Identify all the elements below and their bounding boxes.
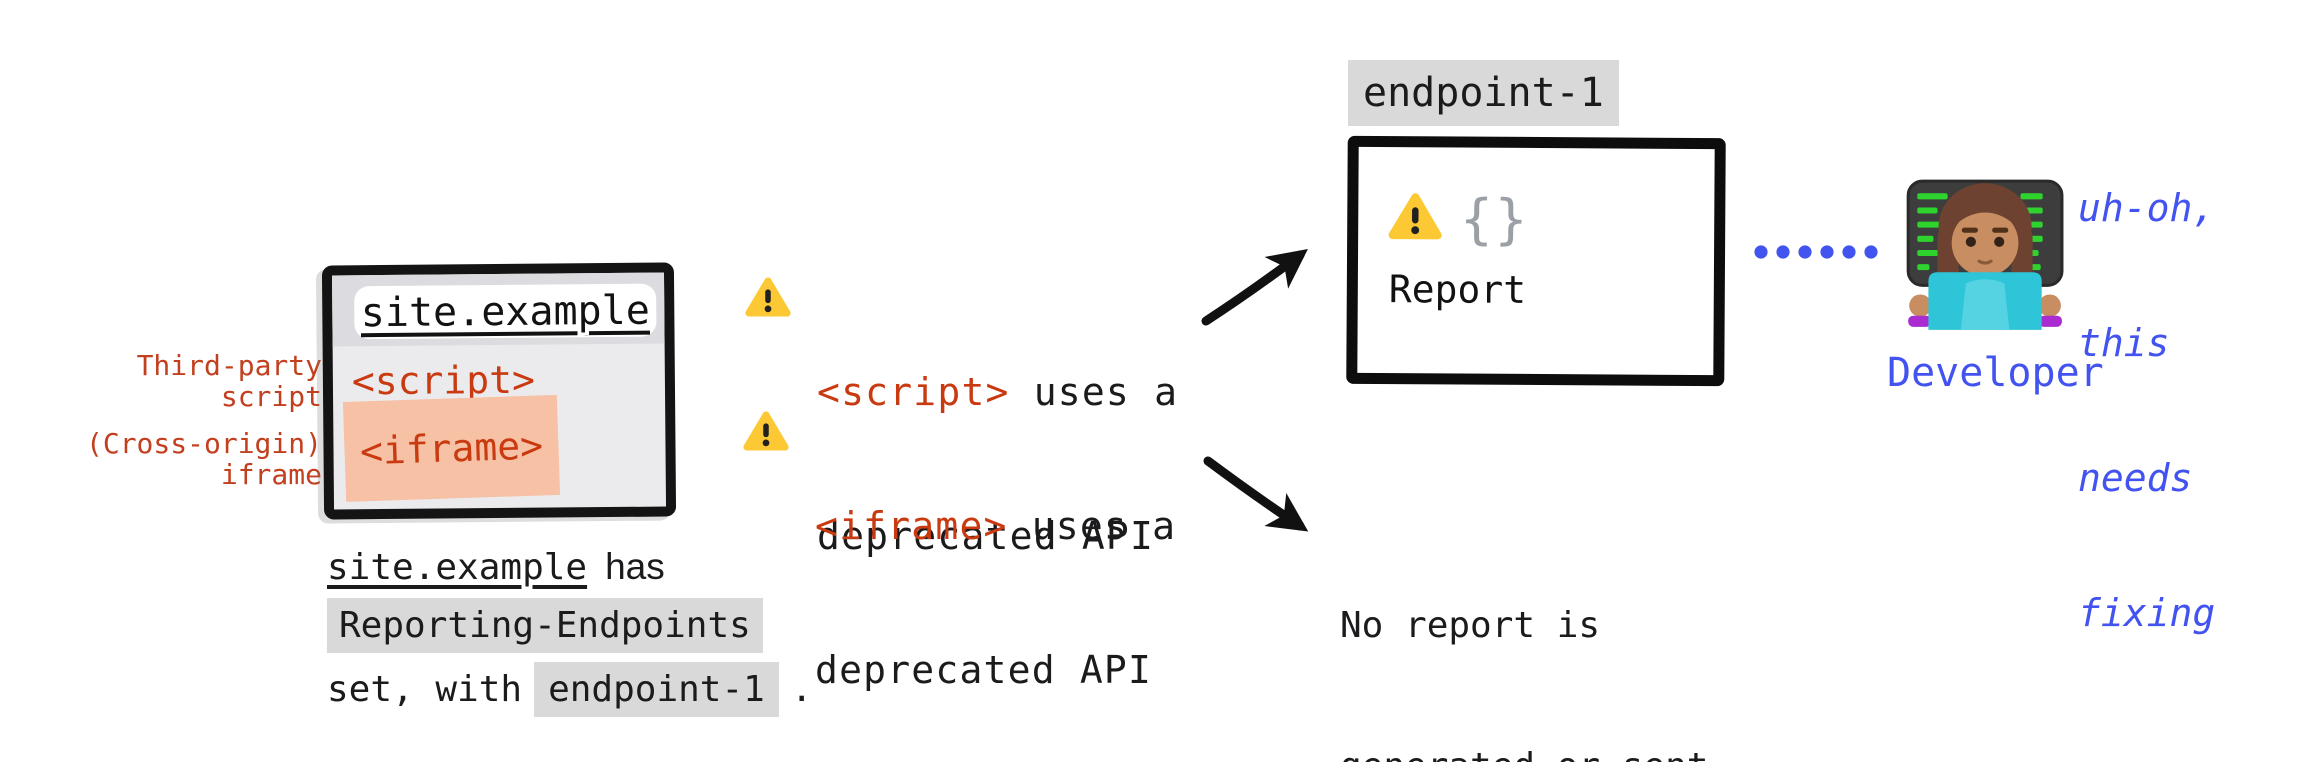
caption-site: site.example: [327, 547, 588, 588]
json-braces-icon: {}: [1460, 187, 1530, 251]
thought-line: fixing: [2078, 591, 2216, 635]
warning-icon: [745, 277, 791, 317]
caption-has: has: [605, 546, 665, 587]
thought-line: this: [2078, 321, 2170, 365]
woman-technologist-emoji: [1906, 179, 2064, 330]
url-text: site.example: [360, 287, 650, 336]
warning-line-1: <iframe> uses a: [815, 504, 1177, 548]
warning-icon: [743, 411, 789, 451]
thought-line: needs: [2078, 456, 2193, 500]
warning-script-deprecated: <script> uses a deprecated API: [745, 272, 1178, 656]
caption-period: .: [790, 669, 813, 710]
warning-icon: [1388, 193, 1442, 240]
warning-tag: <script>: [817, 370, 1010, 414]
label-cross-origin-iframe: (Cross-origin)iframe: [85, 427, 322, 491]
warning-line-2: deprecated API: [815, 648, 1153, 692]
report-label: Report: [1388, 267, 1527, 312]
dotted-line-endpoint-to-developer: [1754, 245, 1878, 259]
report-row: {}: [1388, 187, 1530, 251]
arrow-iframe-to-no-report: [1203, 456, 1309, 532]
warning-line-1: <script> uses a: [817, 370, 1179, 414]
warning-line-2: deprecated API: [817, 514, 1155, 558]
endpoint-1-label: endpoint-1: [1348, 60, 1619, 126]
caption-reporting-endpoints: Reporting-Endpoints: [327, 598, 763, 653]
arrow-script-to-endpoint: [1201, 249, 1308, 326]
iframe-highlight: <iframe>: [342, 394, 561, 502]
iframe-tag: <iframe>: [359, 423, 544, 474]
warning-tag: <iframe>: [815, 504, 1008, 548]
caption: site.example has Reporting-Endpoints set,…: [327, 546, 813, 717]
no-report-text: No report is generated or sent.: [1340, 605, 1730, 762]
site-example-browser-window: site.example <script> <iframe>: [321, 262, 677, 520]
caption-line-3: set, with endpoint-1.: [327, 662, 813, 717]
warning-iframe-deprecated: <iframe> uses a deprecated API: [743, 406, 1176, 762]
warning-text: <iframe> uses a deprecated API: [815, 406, 1176, 762]
developer-label: Developer: [1887, 350, 2104, 396]
caption-endpoint-1: endpoint-1: [534, 662, 779, 717]
caption-line-2: Reporting-Endpoints: [327, 598, 813, 653]
address-bar: site.example: [354, 283, 657, 340]
caption-line-1: site.example has: [327, 546, 813, 588]
developer-thought-text: uh-oh, this needs fixing: [2078, 96, 2215, 726]
warning-text: <script> uses a deprecated API: [817, 272, 1178, 656]
thought-line: uh-oh,: [2078, 186, 2216, 230]
endpoint-report-box: {} Report: [1346, 135, 1726, 387]
caption-set-with: set, with: [327, 669, 523, 710]
